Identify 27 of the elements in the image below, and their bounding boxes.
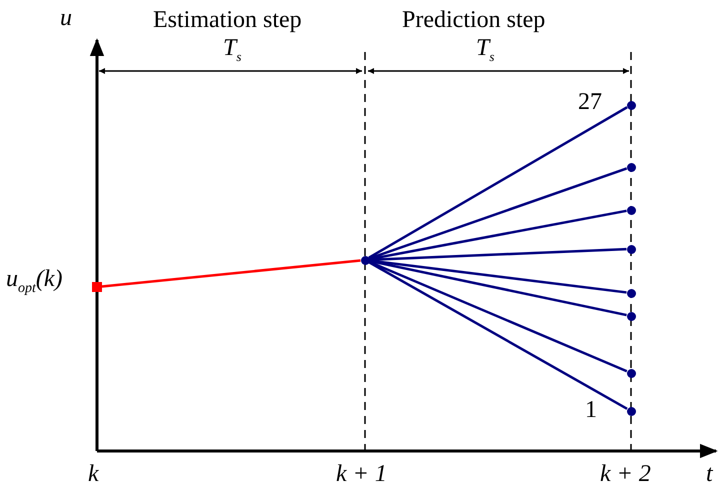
data-point [626, 100, 636, 110]
axis-label: u [60, 6, 72, 30]
data-point [626, 368, 636, 378]
value-label: 1 [585, 398, 597, 422]
connector-line [369, 248, 627, 262]
dimension-label: T$_{s}$ [223, 36, 242, 63]
section-heading: Estimation step [153, 8, 302, 32]
value-label: u$_{opt}$(k) [6, 267, 63, 296]
connector-line [368, 261, 628, 410]
data-point [626, 288, 636, 298]
data-point [360, 256, 370, 264]
connector-line [368, 106, 628, 259]
dimension-label: T$_{s}$ [476, 36, 494, 63]
tick-label: k + 1 [336, 462, 387, 486]
data-point [626, 406, 636, 416]
value-label: 27 [578, 90, 602, 114]
connector-line [368, 167, 628, 260]
square-marker [92, 282, 102, 292]
tick-label: k + 2 [600, 462, 651, 486]
data-point [626, 206, 636, 214]
tick-label: k [88, 462, 99, 486]
axis-label: t [706, 462, 713, 486]
data-point [626, 312, 636, 320]
data-point [626, 244, 636, 254]
data-point [626, 162, 636, 172]
connector-line [102, 259, 361, 288]
section-heading: Prediction step [402, 8, 546, 32]
